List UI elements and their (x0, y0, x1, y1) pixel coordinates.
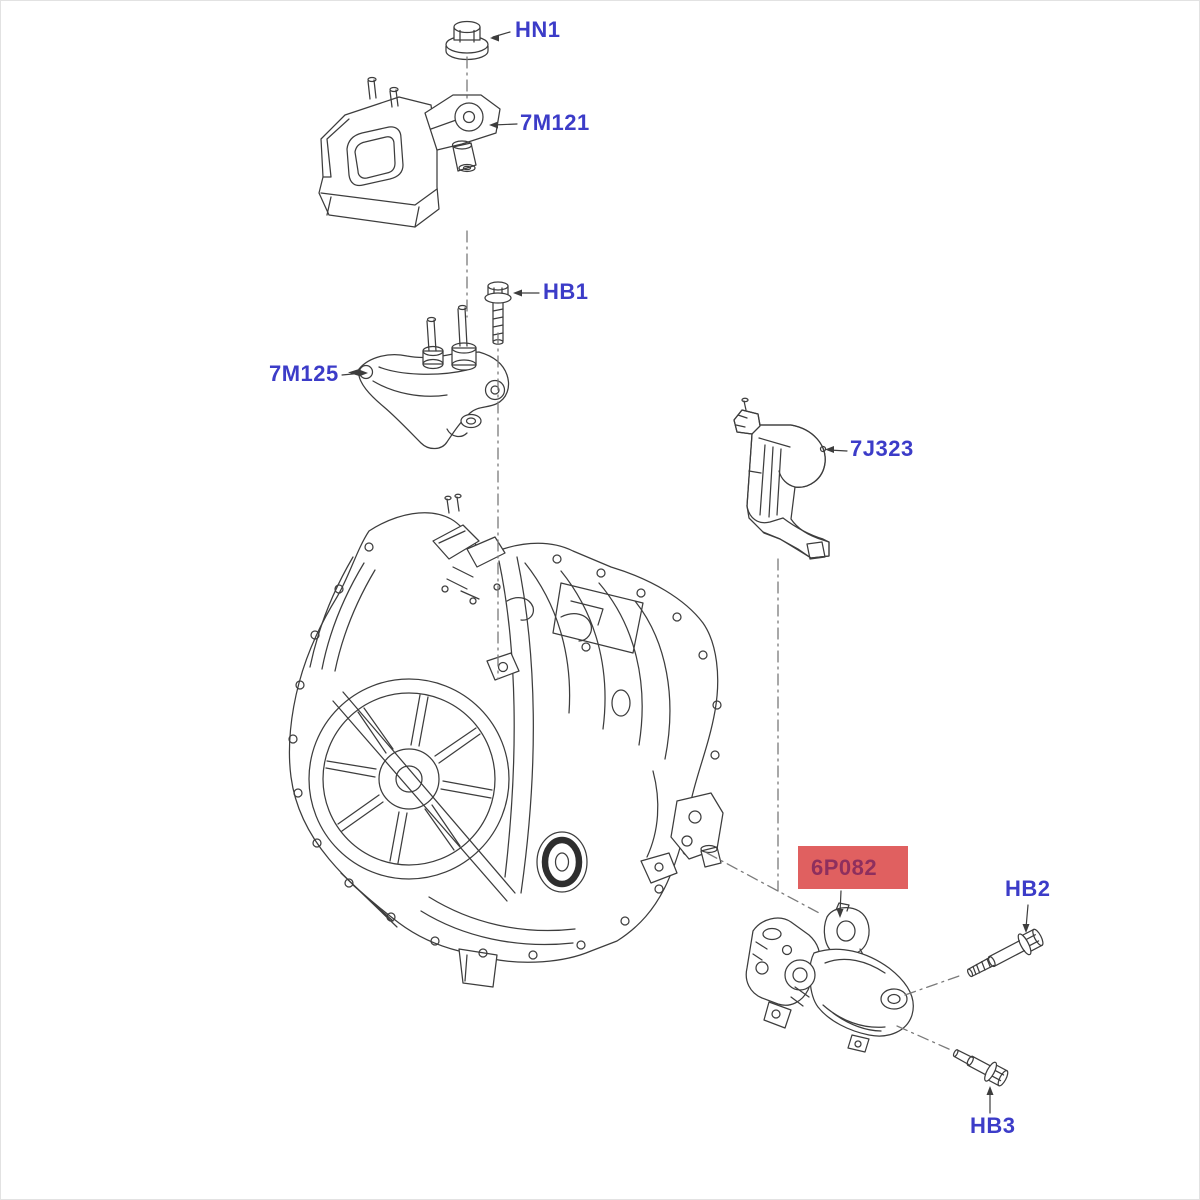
mount-6p082-drawing (745, 902, 914, 1053)
mount-7m121-drawing (318, 76, 501, 228)
label-hn1[interactable]: HN1 (515, 17, 561, 42)
callout-leader-lines (341, 31, 1030, 1114)
transmission-drawing (288, 493, 724, 988)
nut-hn1-drawing (445, 20, 489, 61)
label-6p082: 6P082 (811, 854, 878, 880)
label-hb2[interactable]: HB2 (1005, 876, 1051, 901)
label-7m125[interactable]: 7M125 (269, 361, 339, 386)
bracket-7j323-drawing (733, 397, 830, 560)
label-7j323[interactable]: 7J323 (850, 436, 914, 461)
bolt-hb3-drawing (952, 1049, 1009, 1087)
mount-7m125-drawing (348, 304, 510, 450)
label-hb3[interactable]: HB3 (970, 1113, 1016, 1138)
label-7m121[interactable]: 7M121 (520, 110, 590, 135)
label-hb1[interactable]: HB1 (543, 279, 589, 304)
label-6p082-highlight[interactable]: 6P082 (798, 846, 908, 889)
bolt-hb2-drawing (966, 928, 1044, 978)
assembly-centerlines (466, 56, 960, 1051)
